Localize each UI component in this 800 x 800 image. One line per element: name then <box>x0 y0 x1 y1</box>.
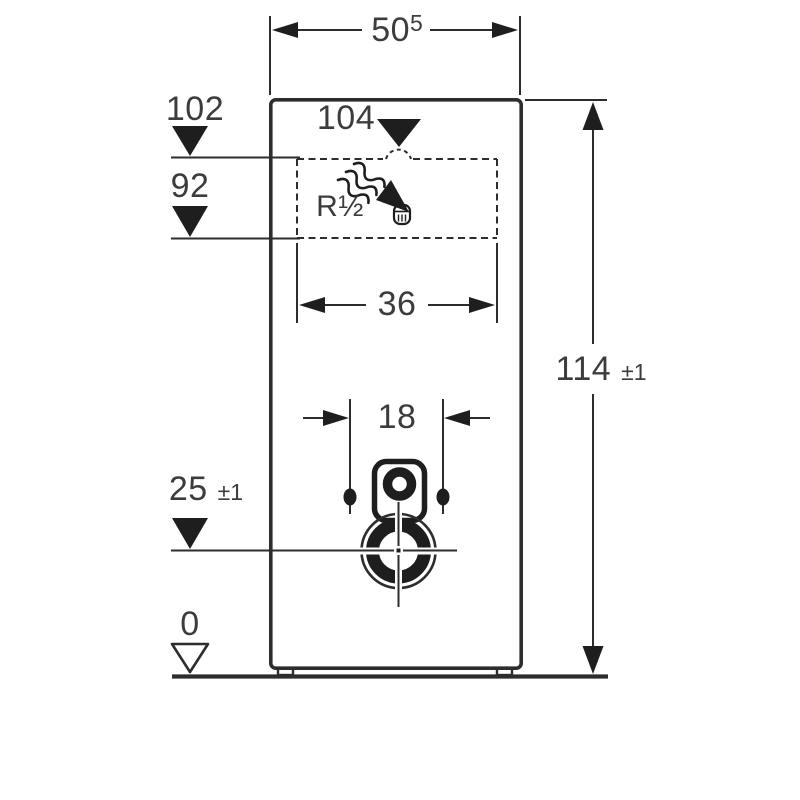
dim-value: 50 <box>371 11 411 49</box>
wavy-line <box>336 177 370 205</box>
dim-label-0: 0 <box>180 605 200 643</box>
arrowhead-right <box>323 410 349 426</box>
level-marker-92 <box>171 206 300 240</box>
dim-label-102: 102 <box>165 90 225 128</box>
thread-label: R½ <box>316 190 364 223</box>
arrowhead-down <box>582 646 604 674</box>
module-foot-right <box>495 666 514 677</box>
dim-label-104: 104 <box>316 99 376 137</box>
dim-label-height: 114 ±1 <box>555 352 646 386</box>
wavy-line <box>352 161 386 189</box>
level-triangle <box>172 126 208 156</box>
arrowhead-left <box>299 297 325 313</box>
level-triangle <box>377 119 421 147</box>
valve-body <box>392 203 412 226</box>
dim-tolerance: ±1 <box>217 479 244 505</box>
dimension-top-width <box>269 16 521 95</box>
level-marker-104 <box>377 119 421 160</box>
arrowhead-up <box>582 102 604 130</box>
water-supply-symbol <box>336 161 412 226</box>
dimension-fixing-spacing <box>303 399 490 514</box>
dimension-inner-width <box>296 243 498 323</box>
level-marker-25 <box>171 502 457 607</box>
dim-label-36: 36 <box>377 285 417 323</box>
zero-triangle <box>170 642 210 674</box>
module-foot-left <box>276 666 295 677</box>
supply-connector-ring <box>382 467 417 501</box>
connection-arc <box>385 148 412 160</box>
fixing-point-left <box>343 488 357 506</box>
dim-value: 25 <box>168 470 208 508</box>
level-triangle <box>172 518 208 549</box>
level-marker-102 <box>171 126 300 159</box>
fixing-point-right <box>436 488 450 506</box>
wavy-line <box>344 169 378 197</box>
arrowhead-left <box>444 410 470 426</box>
dim-label-top-width: 505 <box>371 10 423 49</box>
module-panel <box>268 98 523 671</box>
flow-arrowhead <box>376 180 409 212</box>
center-dot <box>396 548 401 553</box>
arrowhead-left <box>272 22 298 38</box>
arrowhead-right <box>492 22 518 38</box>
dim-value: 114 <box>555 350 612 388</box>
dim-label-25: 25 ±1 <box>169 472 243 506</box>
dim-label-92: 92 <box>170 167 210 205</box>
supply-zone-box <box>296 158 498 239</box>
dim-tolerance: ±1 <box>621 359 647 385</box>
dimension-overall-height <box>525 99 607 674</box>
arrowhead-right <box>469 297 495 313</box>
dim-superscript: 5 <box>410 10 423 36</box>
stop-valve-icon <box>392 203 412 226</box>
dim-label-18: 18 <box>377 398 417 436</box>
level-marker-0 <box>170 642 210 674</box>
level-triangle <box>172 206 208 237</box>
